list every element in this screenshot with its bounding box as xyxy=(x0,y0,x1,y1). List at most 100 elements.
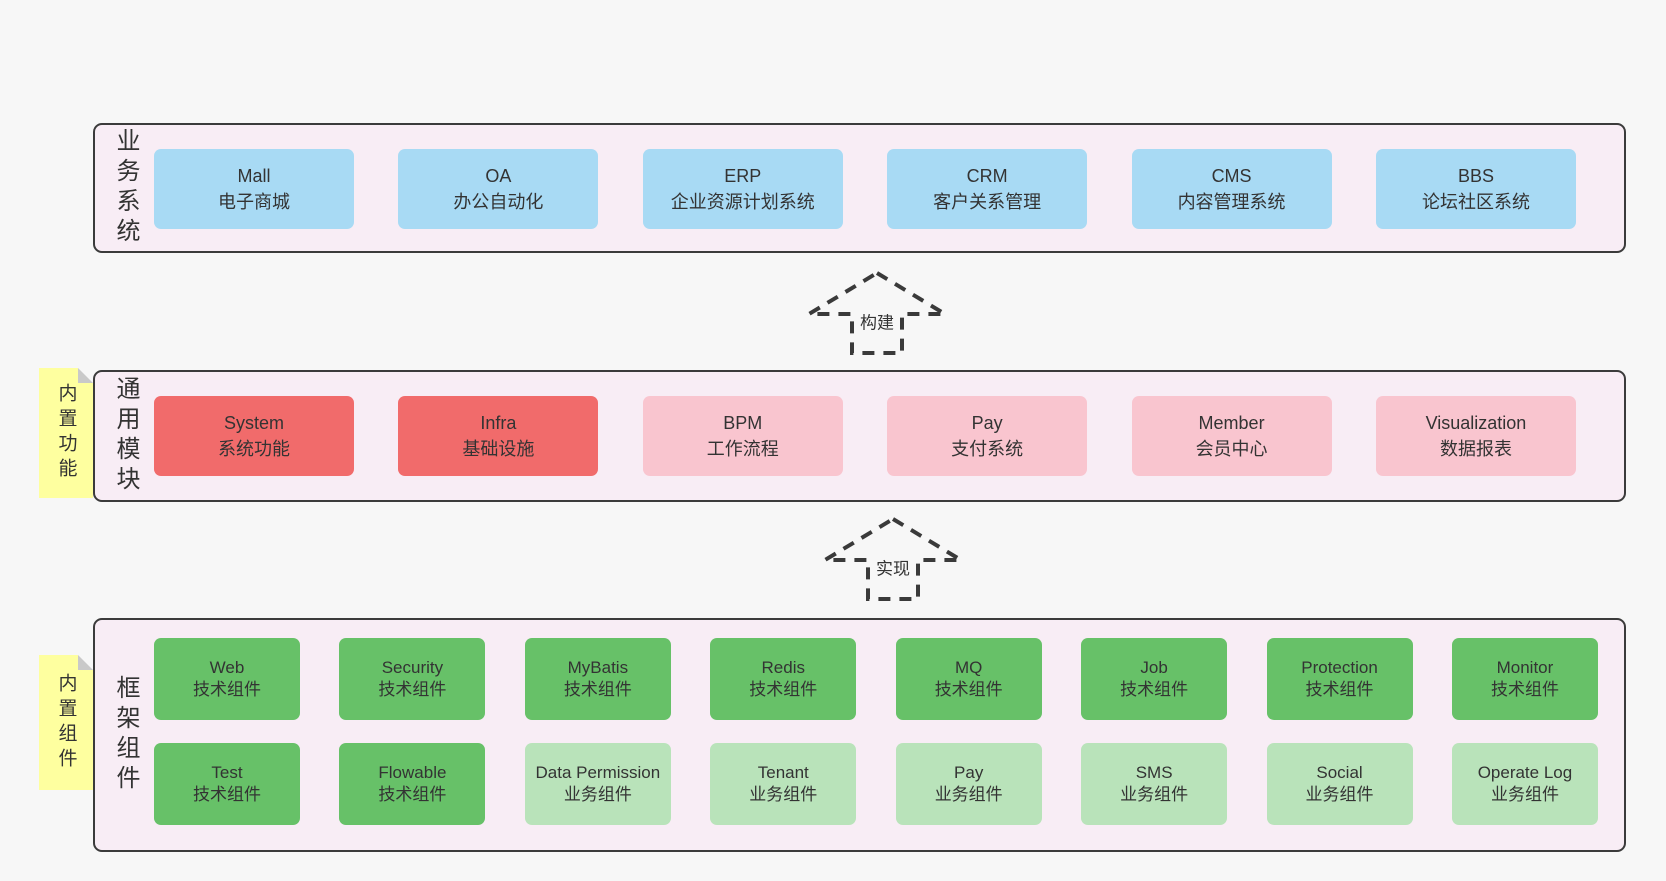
box-system: System 系统功能 xyxy=(154,396,354,476)
box-name: MyBatis xyxy=(567,658,629,677)
box-subtitle: 技术组件 xyxy=(193,785,261,804)
section-label-business-systems: 业务系统 xyxy=(112,128,139,248)
box-name: Test xyxy=(211,763,243,782)
box-subtitle: 电子商城 xyxy=(218,192,290,212)
box-subtitle: 业务组件 xyxy=(1120,785,1189,804)
box-name: Job xyxy=(1140,658,1168,677)
box-name: Infra xyxy=(480,413,517,433)
box-subtitle: 内容管理系统 xyxy=(1177,192,1286,212)
box-subtitle: 会员中心 xyxy=(1195,439,1268,459)
box-sms: SMS 业务组件 xyxy=(1081,743,1228,825)
section-label-framework-components: 框架组件 xyxy=(112,675,139,795)
box-subtitle: 基础设施 xyxy=(462,439,535,459)
box-web: Web 技术组件 xyxy=(154,638,300,720)
box-name: Visualization xyxy=(1425,413,1527,433)
box-name: Web xyxy=(209,658,245,677)
box-pay-biz: Pay 业务组件 xyxy=(895,743,1042,825)
box-tenant: Tenant 业务组件 xyxy=(710,743,857,825)
box-redis: Redis 技术组件 xyxy=(710,638,857,720)
box-name: Tenant xyxy=(757,763,809,782)
section-label-common-modules: 通用模块 xyxy=(112,376,139,496)
business-systems-row: Mall 电子商城 OA 办公自动化 ERP 企业资源计划系统 CRM 客户关系… xyxy=(154,149,1576,229)
box-subtitle: 业务组件 xyxy=(1305,785,1374,804)
box-operate-log: Operate Log 业务组件 xyxy=(1451,743,1598,825)
box-name: Protection xyxy=(1301,658,1378,677)
box-subtitle: 数据报表 xyxy=(1439,439,1512,459)
box-protection: Protection 技术组件 xyxy=(1266,638,1413,720)
box-pay: Pay 支付系统 xyxy=(887,396,1088,476)
box-name: Security xyxy=(381,658,444,677)
box-name: Pay xyxy=(954,763,984,782)
box-data-permission: Data Permission 业务组件 xyxy=(524,743,671,825)
box-job: Job 技术组件 xyxy=(1081,638,1228,720)
sticky-note-built-in-features: 内置功能 xyxy=(39,368,93,498)
box-subtitle: 业务组件 xyxy=(934,785,1003,804)
box-name: CMS xyxy=(1211,166,1252,186)
section-business-systems: 业务系统 Mall 电子商城 OA 办公自动化 ERP 企业资源计划系统 CRM… xyxy=(93,123,1626,253)
box-name: SMS xyxy=(1135,763,1173,782)
box-name: Member xyxy=(1198,413,1265,433)
box-name: MQ xyxy=(954,658,983,677)
box-subtitle: 技术组件 xyxy=(934,680,1003,699)
box-cms: CMS 内容管理系统 xyxy=(1131,149,1332,229)
box-subtitle: 技术组件 xyxy=(1305,680,1374,699)
box-name: Monitor xyxy=(1496,658,1554,677)
section-common-modules: 通用模块 System 系统功能 Infra 基础设施 BPM 工作流程 Pay… xyxy=(93,370,1626,502)
box-name: Social xyxy=(1316,763,1363,782)
box-subtitle: 论坛社区系统 xyxy=(1421,192,1530,212)
box-subtitle: 办公自动化 xyxy=(453,192,544,212)
box-name: Mall xyxy=(237,166,271,186)
box-subtitle: 技术组件 xyxy=(563,680,632,699)
box-name: ERP xyxy=(724,166,762,186)
box-subtitle: 业务组件 xyxy=(563,785,632,804)
arrow-build: 构建 xyxy=(806,270,948,356)
box-subtitle: 业务组件 xyxy=(1490,785,1559,804)
box-subtitle: 企业资源计划系统 xyxy=(670,192,815,212)
box-subtitle: 支付系统 xyxy=(951,439,1024,459)
box-security: Security 技术组件 xyxy=(339,638,486,720)
box-subtitle: 技术组件 xyxy=(193,680,261,699)
box-flowable: Flowable 技术组件 xyxy=(339,743,486,825)
box-name: Data Permission xyxy=(535,763,661,782)
box-subtitle: 技术组件 xyxy=(1120,680,1189,699)
sticky-note-text: 内置功能 xyxy=(55,383,77,483)
box-member: Member 会员中心 xyxy=(1131,396,1332,476)
box-subtitle: 技术组件 xyxy=(1490,680,1559,699)
box-subtitle: 客户关系管理 xyxy=(933,192,1042,212)
box-crm: CRM 客户关系管理 xyxy=(887,149,1088,229)
box-name: CRM xyxy=(966,166,1008,186)
box-subtitle: 技术组件 xyxy=(378,680,447,699)
box-bpm: BPM 工作流程 xyxy=(642,396,843,476)
framework-components-row-2: Test 技术组件 Flowable 技术组件 Data Permission … xyxy=(154,743,1598,825)
box-oa: OA 办公自动化 xyxy=(398,149,599,229)
box-subtitle: 技术组件 xyxy=(749,680,818,699)
box-subtitle: 业务组件 xyxy=(749,785,818,804)
box-erp: ERP 企业资源计划系统 xyxy=(642,149,843,229)
section-framework-components: 框架组件 Web 技术组件 Security 技术组件 MyBatis 技术组件… xyxy=(93,618,1626,852)
arrow-build-label: 构建 xyxy=(856,307,898,335)
box-subtitle: 工作流程 xyxy=(706,439,779,459)
box-bbs: BBS 论坛社区系统 xyxy=(1375,149,1576,229)
arrow-implement: 实现 xyxy=(822,516,964,602)
box-name: BPM xyxy=(723,413,763,433)
sticky-note-text: 内置组件 xyxy=(55,672,77,773)
box-mall: Mall 电子商城 xyxy=(154,149,354,229)
box-social: Social 业务组件 xyxy=(1266,743,1413,825)
sticky-note-built-in-components: 内置组件 xyxy=(39,655,93,790)
box-monitor: Monitor 技术组件 xyxy=(1451,638,1598,720)
box-mybatis: MyBatis 技术组件 xyxy=(524,638,671,720)
box-name: Pay xyxy=(971,413,1003,433)
box-infra: Infra 基础设施 xyxy=(398,396,599,476)
box-visualization: Visualization 数据报表 xyxy=(1375,396,1576,476)
box-test: Test 技术组件 xyxy=(154,743,300,825)
framework-components-row-1: Web 技术组件 Security 技术组件 MyBatis 技术组件 Redi… xyxy=(154,638,1598,720)
arrow-implement-label: 实现 xyxy=(872,553,914,581)
box-name: Operate Log xyxy=(1477,763,1573,782)
box-name: Flowable xyxy=(378,763,447,782)
box-name: Redis xyxy=(761,658,805,677)
box-subtitle: 技术组件 xyxy=(378,785,447,804)
common-modules-row: System 系统功能 Infra 基础设施 BPM 工作流程 Pay 支付系统… xyxy=(154,396,1576,476)
box-name: BBS xyxy=(1457,166,1494,186)
box-name: System xyxy=(223,413,284,433)
box-subtitle: 系统功能 xyxy=(218,439,290,459)
